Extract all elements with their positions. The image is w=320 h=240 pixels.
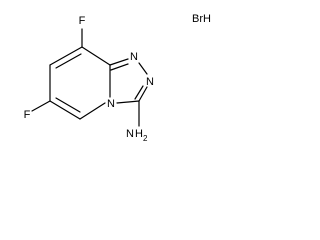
bond-c8-c7-inner xyxy=(55,53,82,69)
triazole-ring-bonds xyxy=(109,58,148,104)
bond-c8a-n1-inner xyxy=(110,63,129,71)
fluorine-top-label: F xyxy=(79,15,86,27)
nitrogen-top-label: N xyxy=(130,51,138,63)
nitrogen-bridge-label: N xyxy=(107,98,115,110)
bond-c6-c5-inner xyxy=(55,97,81,113)
bond-c8-c7 xyxy=(49,46,83,66)
bond-c8-c8a xyxy=(81,46,111,66)
fluorine-left-label: F xyxy=(24,109,31,121)
amine-group-label: N H 2 xyxy=(126,128,148,143)
substituent-bonds xyxy=(31,28,140,127)
atom-labels: F F N N N N H 2 xyxy=(24,15,154,143)
pyridine-ring-bonds xyxy=(49,46,111,120)
amine-hydrogen-label: H xyxy=(135,128,143,140)
hydrobromide-salt-label: BrH xyxy=(192,13,211,25)
chemical-structure-diagram: F F N N N N H 2 BrH xyxy=(24,13,211,143)
nitrogen-right-label: N xyxy=(146,76,154,88)
bond-n2-c3-inner xyxy=(134,85,144,100)
bond-c6-f xyxy=(31,100,51,112)
amine-subscript-label: 2 xyxy=(143,134,148,143)
amine-nitrogen-label: N xyxy=(126,128,134,140)
bond-c8a-n1 xyxy=(109,58,129,66)
bond-c5-n4 xyxy=(79,102,106,120)
bond-n2-c3 xyxy=(138,86,148,102)
bond-c6-c5 xyxy=(49,100,81,120)
bond-c3-n4 xyxy=(116,100,140,104)
bond-n1-n2 xyxy=(138,62,148,75)
